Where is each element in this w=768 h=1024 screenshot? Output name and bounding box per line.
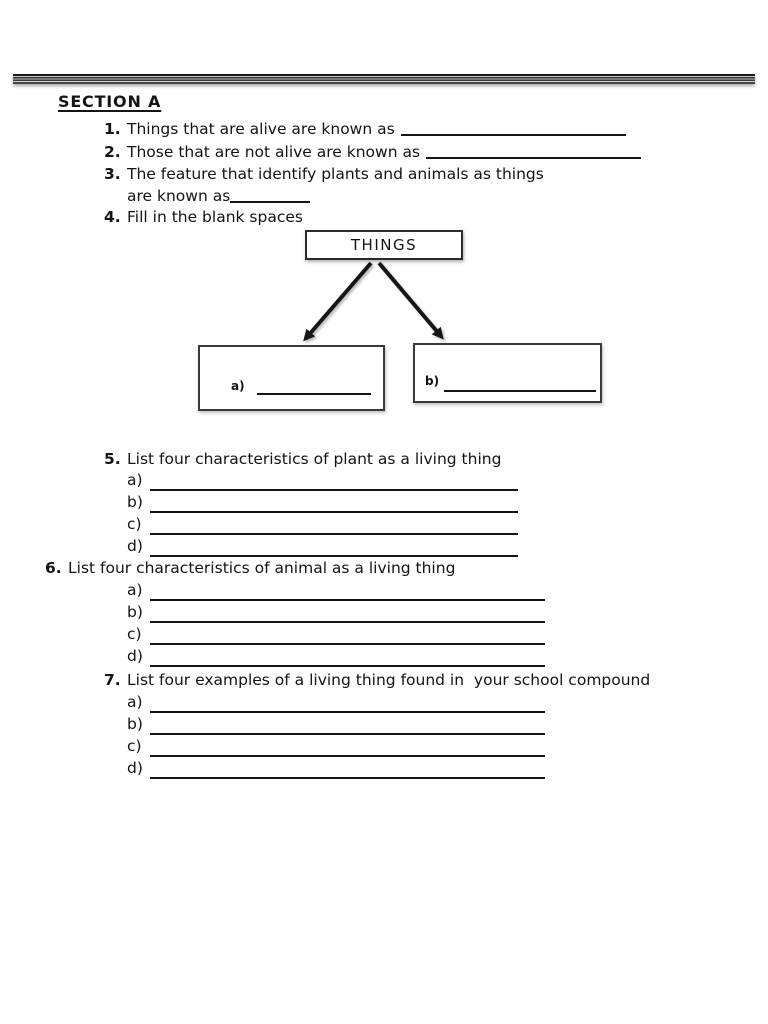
diagram-right-box: b) bbox=[413, 343, 602, 403]
question-1-blank bbox=[400, 119, 626, 136]
question-5-number: 5. bbox=[104, 450, 121, 468]
question-3-line2: are known as bbox=[127, 186, 311, 207]
question-2-blank bbox=[426, 142, 642, 159]
question-2-text: Those that are not alive are known as bbox=[127, 143, 421, 161]
question-3: 3. The feature that identify plants and … bbox=[104, 164, 544, 185]
answer-row: d) bbox=[127, 536, 557, 558]
answer-row-label: c) bbox=[127, 625, 142, 643]
question-6-number: 6. bbox=[45, 559, 62, 577]
answer-row-blank bbox=[150, 555, 518, 557]
question-3-blank bbox=[230, 186, 311, 203]
answer-row-label: a) bbox=[127, 471, 143, 489]
answer-row: d) bbox=[127, 646, 557, 668]
diagram-left-blank bbox=[257, 393, 371, 395]
answer-row-label: d) bbox=[127, 759, 143, 777]
answer-row-blank bbox=[150, 621, 545, 623]
answer-row: a) bbox=[127, 470, 557, 492]
question-3-text-line1: The feature that identify plants and ani… bbox=[127, 165, 544, 183]
answer-row: b) bbox=[127, 714, 557, 736]
question-2-number: 2. bbox=[104, 143, 121, 161]
answer-row: c) bbox=[127, 624, 557, 646]
question-4: 4. Fill in the blank spaces bbox=[104, 207, 303, 228]
answer-row-label: a) bbox=[127, 693, 143, 711]
answer-row: b) bbox=[127, 602, 557, 624]
answer-row: d) bbox=[127, 758, 557, 780]
answer-row-label: b) bbox=[127, 493, 143, 511]
question-4-number: 4. bbox=[104, 208, 121, 226]
question-1-number: 1. bbox=[104, 120, 121, 138]
answer-row: c) bbox=[127, 736, 557, 758]
answer-row-label: b) bbox=[127, 715, 143, 733]
answer-row-blank bbox=[150, 511, 518, 513]
diagram-left-label: a) bbox=[231, 379, 245, 393]
answer-row-blank bbox=[150, 533, 518, 535]
answer-row-label: c) bbox=[127, 737, 142, 755]
answer-row-label: c) bbox=[127, 515, 142, 533]
question-5-answer-lines: a) b) c) d) bbox=[127, 470, 557, 558]
question-6: 6. List four characteristics of animal a… bbox=[45, 558, 455, 579]
question-6-text: List four characteristics of animal as a… bbox=[68, 559, 456, 577]
answer-row: a) bbox=[127, 580, 557, 602]
header-rule bbox=[13, 74, 755, 84]
question-5: 5. List four characteristics of plant as… bbox=[104, 449, 501, 470]
question-3-number: 3. bbox=[104, 165, 121, 183]
question-2: 2. Those that are not alive are known as bbox=[104, 142, 642, 163]
answer-row-blank bbox=[150, 777, 545, 779]
diagram-left-box: a) bbox=[198, 345, 385, 411]
question-1: 1. Things that are alive are known as bbox=[104, 119, 626, 140]
answer-row: a) bbox=[127, 692, 557, 714]
question-7-answer-lines: a) b) c) d) bbox=[127, 692, 557, 780]
question-5-text: List four characteristics of plant as a … bbox=[127, 450, 502, 468]
question-7-text: List four examples of a living thing fou… bbox=[127, 671, 651, 689]
diagram-root-box: THINGS bbox=[305, 230, 463, 260]
section-title: SECTION A bbox=[58, 92, 162, 111]
question-1-text: Things that are alive are known as bbox=[127, 120, 395, 138]
answer-row-blank bbox=[150, 711, 545, 713]
answer-row: c) bbox=[127, 514, 557, 536]
diagram-right-blank bbox=[444, 390, 596, 392]
arrow-to-right-box bbox=[377, 261, 444, 340]
diagram-right-label: b) bbox=[425, 374, 440, 388]
question-7: 7. List four examples of a living thing … bbox=[104, 670, 650, 691]
arrow-to-left-box bbox=[303, 261, 373, 342]
question-3-text-line2: are known as bbox=[127, 187, 231, 205]
answer-row-label: a) bbox=[127, 581, 143, 599]
answer-row: b) bbox=[127, 492, 557, 514]
answer-row-blank bbox=[150, 599, 545, 601]
answer-row-label: d) bbox=[127, 537, 143, 555]
answer-row-blank bbox=[150, 489, 518, 491]
question-7-number: 7. bbox=[104, 671, 121, 689]
answer-row-blank bbox=[150, 665, 545, 667]
question-6-answer-lines: a) b) c) d) bbox=[127, 580, 557, 668]
answer-row-label: b) bbox=[127, 603, 143, 621]
question-4-text: Fill in the blank spaces bbox=[127, 208, 303, 226]
answer-row-label: d) bbox=[127, 647, 143, 665]
diagram-root-label: THINGS bbox=[350, 236, 418, 254]
answer-row-blank bbox=[150, 643, 545, 645]
answer-row-blank bbox=[150, 733, 545, 735]
answer-row-blank bbox=[150, 755, 545, 757]
